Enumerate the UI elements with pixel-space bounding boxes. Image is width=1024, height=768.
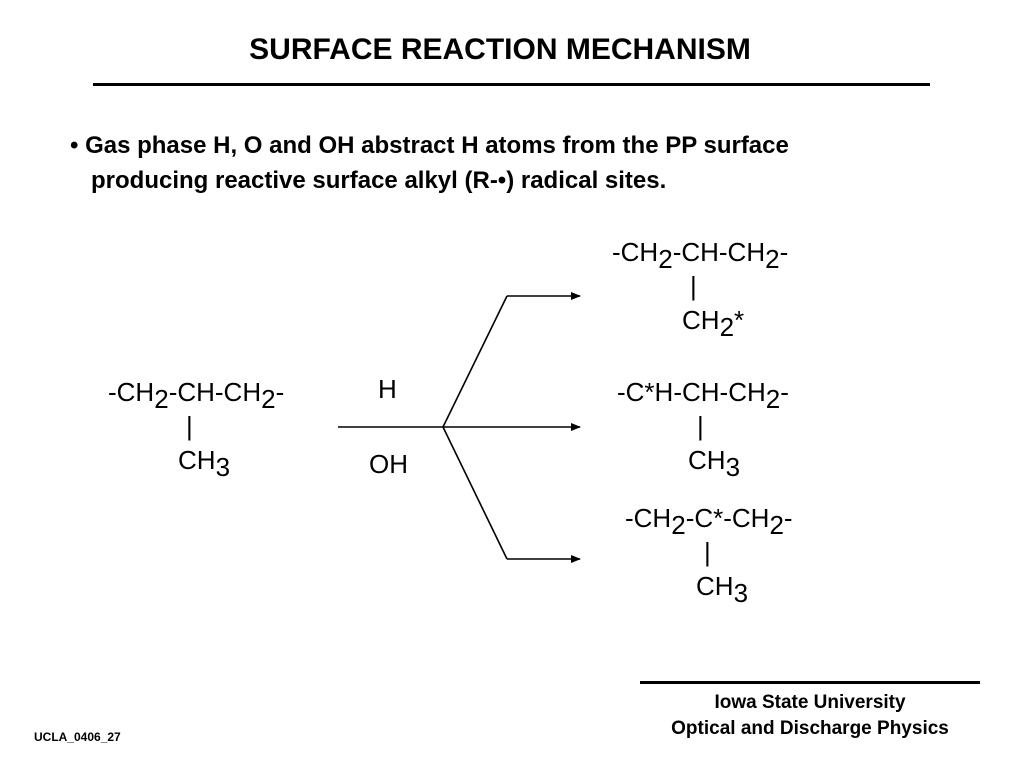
- subscript: 2: [154, 384, 169, 414]
- subscript: 2: [671, 510, 686, 540]
- branch-line-lower: [442, 426, 508, 560]
- branch-text: CH: [682, 305, 720, 335]
- page-title: SURFACE REACTION MECHANISM: [249, 33, 751, 66]
- subscript: 2: [719, 312, 735, 342]
- bullet-line-1: Gas phase H, O and OH abstract H atoms f…: [85, 132, 789, 159]
- reactant-bond: |: [186, 411, 193, 441]
- reactant-branch: CH3: [178, 445, 230, 482]
- branch-line-upper: [442, 295, 508, 428]
- footer-divider: [640, 681, 980, 684]
- product-3-bond: |: [704, 537, 711, 567]
- bullet-line-2: producing reactive surface alkyl (R-•) r…: [91, 167, 667, 194]
- reactant-main-chain: -CH2-CH-CH2-: [108, 377, 285, 414]
- product-1-main-chain: -CH2-CH-CH2-: [612, 237, 789, 274]
- product-1-bond: |: [690, 271, 697, 301]
- product-2-branch: CH3: [688, 445, 740, 482]
- subscript: 3: [733, 578, 749, 608]
- chain-text: -C*H-CH-CH: [617, 377, 766, 407]
- branch-text: CH: [688, 445, 726, 475]
- reagent-above: H: [378, 374, 397, 404]
- product-1-branch: CH2*: [682, 305, 745, 342]
- subscript: 2: [765, 244, 780, 274]
- chain-text: -: [275, 377, 285, 407]
- chain-text: -CH: [625, 503, 672, 533]
- subscript: 2: [261, 384, 276, 414]
- product-3-branch: CH3: [696, 571, 748, 608]
- chain-text: -: [780, 377, 789, 407]
- radical-marker: *: [734, 305, 745, 335]
- branch-text: CH: [696, 571, 734, 601]
- chain-text: -CH-CH: [672, 237, 766, 267]
- branch-text: CH: [178, 445, 216, 475]
- institution-name: Iowa State University: [714, 692, 906, 713]
- subscript: 2: [765, 384, 781, 414]
- group-name: Optical and Discharge Physics: [671, 718, 949, 739]
- product-3-main-chain: -CH2-C*-CH2-: [625, 503, 793, 540]
- product-2-bond: |: [697, 411, 704, 441]
- chain-text: -C*-CH: [685, 503, 770, 533]
- chain-text: -CH: [108, 377, 155, 407]
- chain-text: -CH-CH: [168, 377, 262, 407]
- subscript: 2: [769, 510, 784, 540]
- subscript: 3: [215, 452, 231, 482]
- chain-text: -: [783, 503, 793, 533]
- subscript: 3: [725, 452, 741, 482]
- bullet-symbol: •: [70, 132, 79, 159]
- chain-text: -CH: [612, 237, 659, 267]
- subscript: 2: [658, 244, 673, 274]
- footer-affiliation: Iowa State University Optical and Discha…: [640, 690, 980, 742]
- slide-id: UCLA_0406_27: [34, 730, 121, 744]
- chain-text: -: [779, 237, 789, 267]
- bullet-point: • Gas phase H, O and OH abstract H atoms…: [70, 128, 789, 198]
- reagent-below: OH: [369, 449, 408, 479]
- title-divider: [93, 83, 930, 86]
- product-2-main-chain: -C*H-CH-CH2-: [617, 377, 789, 414]
